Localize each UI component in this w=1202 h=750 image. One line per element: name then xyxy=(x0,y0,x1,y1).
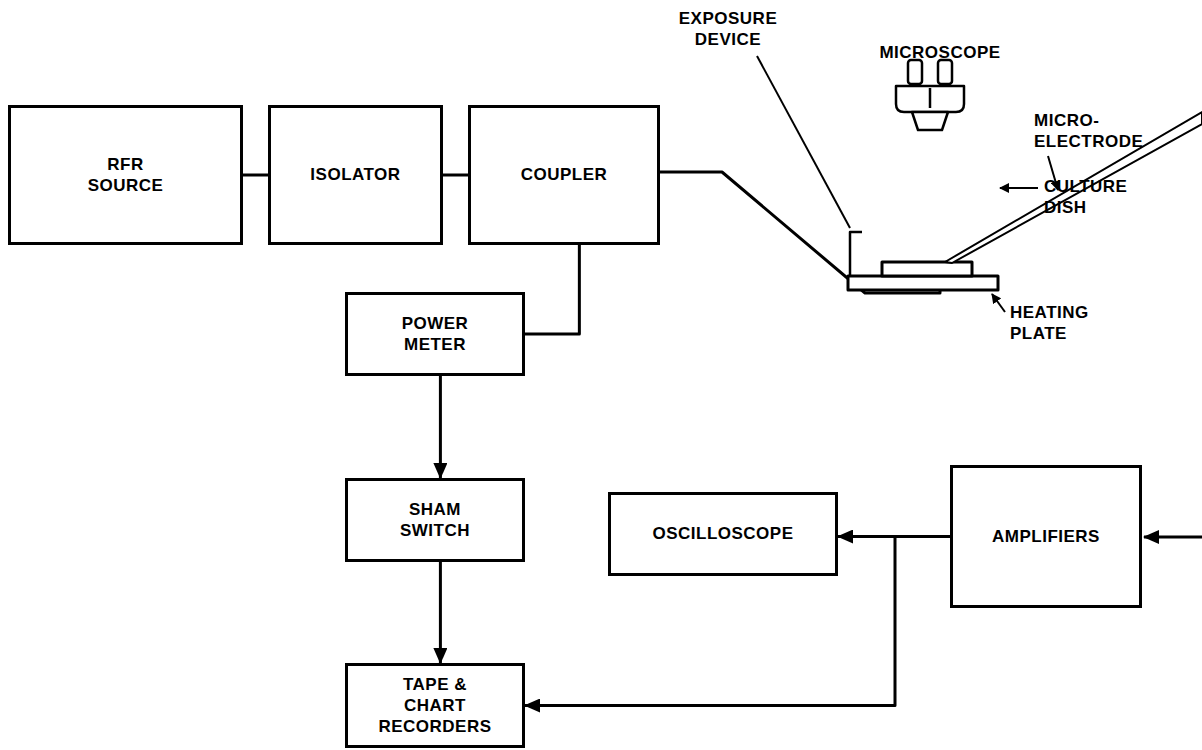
connector xyxy=(439,376,442,478)
microscope-label: MICROSCOPE xyxy=(879,42,1000,63)
input-arrow xyxy=(1144,536,1202,539)
amplifier-box: AMPLIFIERS xyxy=(950,465,1142,608)
coupler-box: COUPLER xyxy=(468,105,660,245)
plate-label: HEATING PLATE xyxy=(1010,302,1089,345)
box-label: POWER METER xyxy=(402,313,469,356)
leader-line xyxy=(757,56,850,228)
box-label: OSCILLOSCOPE xyxy=(652,523,793,544)
microscope xyxy=(896,60,964,130)
connector xyxy=(525,245,579,334)
box-label: ISOLATOR xyxy=(310,164,400,185)
switch-box: SHAM SWITCH xyxy=(345,478,525,562)
box-label: RFR SOURCE xyxy=(88,154,164,197)
source-box: RFR SOURCE xyxy=(8,105,243,245)
culture-dish xyxy=(882,262,972,276)
electrode-label: MICRO- ELECTRODE xyxy=(1034,110,1143,153)
heating-plate xyxy=(848,276,998,290)
recorder-box: TAPE & CHART RECORDERS xyxy=(345,663,525,748)
connector xyxy=(443,174,468,177)
leader-arrow xyxy=(1000,187,1038,189)
leader-arrow xyxy=(992,294,1005,312)
device-label: EXPOSURE DEVICE xyxy=(679,8,777,51)
box-label: TAPE & CHART RECORDERS xyxy=(378,674,491,738)
box-label: COUPLER xyxy=(521,164,608,185)
dish-label: CULTURE DISH xyxy=(1044,176,1127,219)
scope-box: OSCILLOSCOPE xyxy=(608,492,838,576)
box-label: AMPLIFIERS xyxy=(992,526,1100,547)
meter-box: POWER METER xyxy=(345,292,525,376)
box-label: SHAM SWITCH xyxy=(400,499,470,542)
isolator-box: ISOLATOR xyxy=(268,105,443,245)
connector xyxy=(243,174,268,177)
connector xyxy=(439,562,442,663)
